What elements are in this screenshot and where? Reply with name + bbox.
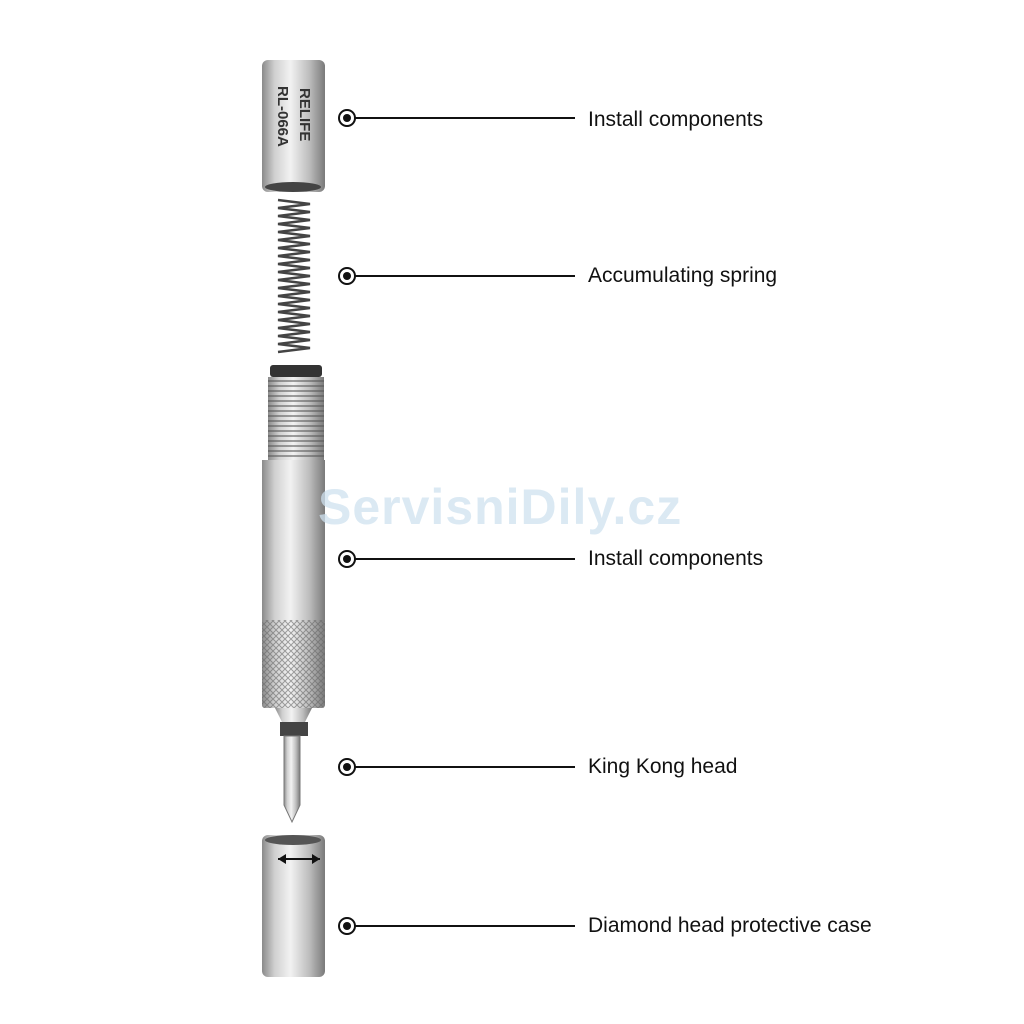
callout-label-head: King Kong head	[588, 755, 738, 778]
watermark: ServisniDily.cz	[318, 479, 683, 535]
threaded-section	[268, 365, 324, 462]
callout-lines	[338, 109, 575, 935]
knurled-grip	[262, 620, 325, 708]
brand-engraving: RELIFE	[296, 88, 313, 141]
callout-marker	[338, 758, 575, 776]
model-engraving: RL-066A	[274, 86, 291, 147]
callout-label-case: Diamond head protective case	[588, 914, 872, 937]
body-taper	[275, 708, 312, 722]
callout-label-install-cap: Install components	[588, 108, 764, 131]
callout-marker	[338, 267, 575, 285]
spring	[277, 198, 311, 354]
callout-label-install-body: Install components	[588, 547, 764, 570]
callout-marker	[338, 917, 575, 935]
spring-coil	[277, 198, 311, 354]
king-kong-head	[283, 735, 301, 824]
pen-body	[262, 460, 325, 622]
protective-case	[262, 835, 325, 977]
top-cap: RELIFE RL-066A	[262, 60, 325, 192]
tip-spring	[280, 722, 308, 736]
callout-label-spring: Accumulating spring	[588, 264, 778, 287]
callout-marker	[338, 109, 575, 127]
callout-marker	[338, 550, 575, 568]
